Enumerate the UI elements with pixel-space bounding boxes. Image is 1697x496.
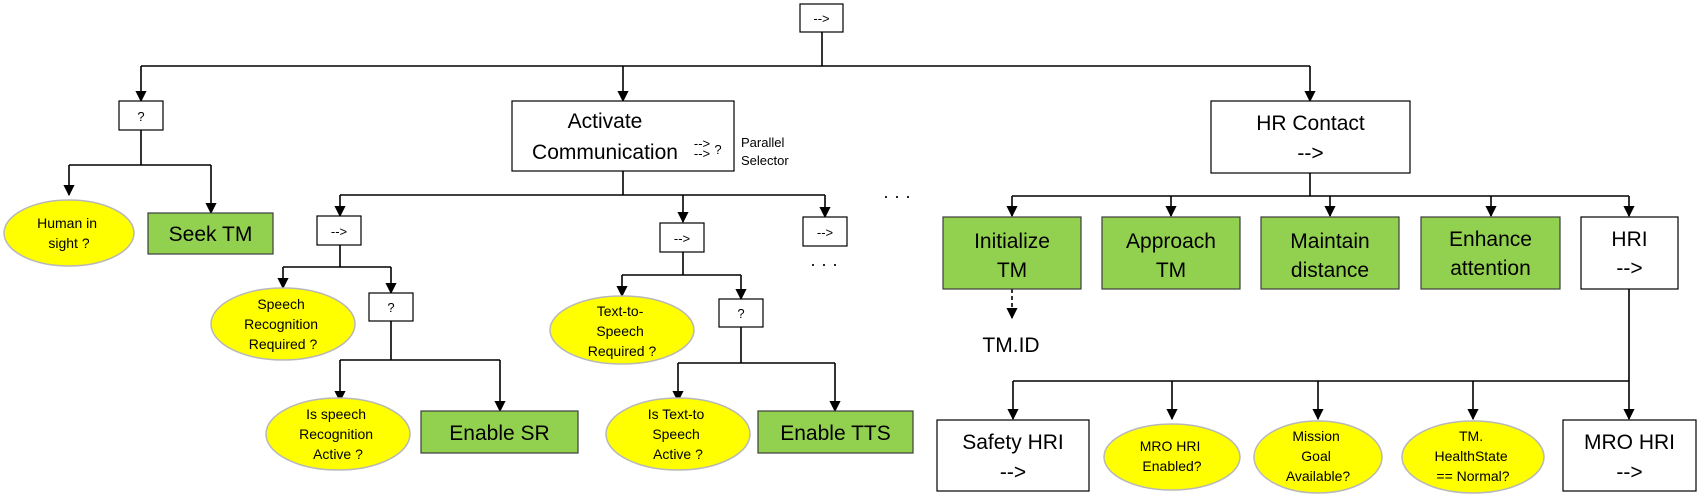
tts-required-line-3: Required ?: [588, 343, 657, 359]
speech-required-line-1: Speech: [257, 296, 304, 312]
mro-hri-enabled-condition: MRO HRI Enabled?: [1103, 423, 1241, 491]
sequence-node-tts: -->: [659, 222, 705, 253]
activate-communication-node: Activate Communication --> --> ?: [511, 100, 735, 172]
tts-required-condition: Text-to- Speech Required ?: [549, 295, 695, 365]
maintain-distance-action: Maintain distance: [1260, 216, 1400, 290]
activate-communication-line-2: Communication: [532, 141, 678, 164]
initialize-tm-line-1: Initialize: [974, 230, 1050, 253]
svg-text:Is speech Recognition: Is speech Recognition Active ?: [299, 406, 377, 462]
maintain-distance-line-2: distance: [1291, 259, 1369, 282]
mro-hri-enabled-line-2: Enabled?: [1142, 458, 1201, 474]
mission-goal-line-3: Available?: [1286, 468, 1351, 484]
enable-tts-label: Enable TTS: [780, 422, 891, 445]
mission-goal-available-condition: Mission Goal Available?: [1253, 420, 1383, 494]
healthstate-line-3: == Normal?: [1436, 468, 1509, 484]
human-in-sight-line-1: Human in: [37, 215, 97, 231]
enable-tts-action: Enable TTS: [757, 410, 914, 454]
healthstate-normal-condition: TM. HealthState == Normal?: [1401, 420, 1545, 494]
speech-recognition-active-condition: Is speech Recognition Active ?: [265, 397, 411, 471]
sequence-node-tts-label: -->: [674, 231, 690, 246]
enhance-attention-action: Enhance attention: [1420, 216, 1561, 290]
mro-hri-line-2: -->: [1616, 461, 1642, 484]
sequence-node-sr-label: -->: [331, 224, 347, 239]
tts-active-line-3: Active ?: [653, 446, 703, 462]
mro-hri-line-1: MRO HRI: [1584, 431, 1675, 454]
svg-text:MRO HRI Enabled?: MRO HRI Enabled?: [1140, 438, 1205, 474]
selector-node-sr: ?: [368, 292, 414, 322]
svg-text:Mission Goal Avail: Mission Goal Available?: [1286, 428, 1351, 484]
approach-tm-action: Approach TM: [1101, 216, 1241, 290]
selector-node-tts: ?: [718, 298, 764, 328]
tm-id-output: TM.ID: [982, 334, 1039, 357]
speech-active-line-1: Is speech: [306, 406, 366, 422]
enable-sr-action: Enable SR: [420, 410, 579, 454]
safety-hri-node: Safety HRI -->: [936, 419, 1090, 492]
hri-line-1: HRI: [1611, 228, 1647, 251]
edges: [63, 32, 1635, 421]
seek-tm-action: Seek TM: [147, 212, 274, 255]
human-in-sight-condition: Human in sight ?: [3, 199, 135, 267]
selector-node-sr-label: ?: [387, 300, 394, 315]
parallel-symbol-bottom: -->: [694, 146, 710, 161]
root-sequence-node: -->: [799, 3, 844, 33]
hr-contact-line-1: HR Contact: [1256, 112, 1365, 135]
speech-required-line-3: Required ?: [249, 336, 318, 352]
tts-required-line-2: Speech: [596, 323, 643, 339]
healthstate-line-1: TM.: [1459, 428, 1483, 444]
human-in-sight-line-2: sight ?: [48, 235, 89, 251]
enhance-attention-line-1: Enhance: [1449, 228, 1532, 251]
root-sequence-label: -->: [813, 11, 829, 26]
healthstate-line-2: HealthState: [1434, 448, 1507, 464]
svg-text:Is Text-to Speech: Is Text-to Speech Active ?: [648, 406, 708, 462]
parallel-selector-annotation-line-1: Parallel: [741, 135, 784, 150]
safety-hri-line-1: Safety HRI: [962, 431, 1064, 454]
selector-node-1: ?: [118, 100, 164, 131]
speech-active-line-3: Active ?: [313, 446, 363, 462]
sequence-node-more-label: -->: [817, 225, 833, 240]
selector-node-tts-label: ?: [737, 306, 744, 321]
parallel-symbol-question: ?: [714, 142, 721, 157]
ellipsis-more-branches: · · ·: [883, 186, 911, 206]
ellipsis-more-children: · · ·: [810, 254, 838, 274]
speech-recognition-required-condition: Speech Recognition Required ?: [210, 287, 356, 361]
tts-active-condition: Is Text-to Speech Active ?: [605, 397, 751, 471]
svg-text:Human in sight ?: Human in sight ?: [37, 215, 101, 251]
tts-active-line-2: Speech: [652, 426, 699, 442]
enhance-attention-line-2: attention: [1450, 257, 1531, 280]
speech-required-line-2: Recognition: [244, 316, 318, 332]
sequence-node-more: -->: [802, 216, 848, 247]
hri-node: HRI -->: [1580, 216, 1679, 290]
activate-communication-line-1: Activate: [568, 110, 643, 133]
mission-goal-line-2: Goal: [1301, 448, 1331, 464]
parallel-symbol-top: -->: [694, 136, 710, 151]
svg-text:Speech Recognition: Speech Recognition Required ?: [244, 296, 322, 352]
speech-active-line-2: Recognition: [299, 426, 373, 442]
svg-text:TM. HealthState ==: TM. HealthState == Normal?: [1434, 428, 1511, 484]
hr-contact-line-2: -->: [1297, 142, 1323, 165]
tts-active-line-1: Is Text-to: [648, 406, 705, 422]
enable-sr-label: Enable SR: [449, 422, 549, 445]
initialize-tm-line-2: TM: [997, 259, 1027, 282]
sequence-node-sr: -->: [316, 215, 362, 246]
parallel-selector-annotation-line-2: Selector: [741, 153, 789, 168]
mro-hri-enabled-line-1: MRO HRI: [1140, 438, 1201, 454]
initialize-tm-action: Initialize TM: [942, 216, 1082, 290]
maintain-distance-line-1: Maintain: [1290, 230, 1369, 253]
safety-hri-line-2: -->: [1000, 461, 1026, 484]
selector-node-1-label: ?: [137, 109, 144, 124]
hr-contact-node: HR Contact -->: [1210, 100, 1411, 174]
mission-goal-line-1: Mission: [1292, 428, 1339, 444]
svg-text:Text-to- Speech Re: Text-to- Speech Required ?: [588, 303, 657, 359]
mro-hri-node: MRO HRI -->: [1562, 419, 1697, 492]
hri-line-2: -->: [1616, 257, 1642, 280]
approach-tm-line-1: Approach: [1126, 230, 1216, 253]
tts-required-line-1: Text-to-: [597, 303, 644, 319]
approach-tm-line-2: TM: [1156, 259, 1186, 282]
seek-tm-label: Seek TM: [169, 223, 253, 246]
